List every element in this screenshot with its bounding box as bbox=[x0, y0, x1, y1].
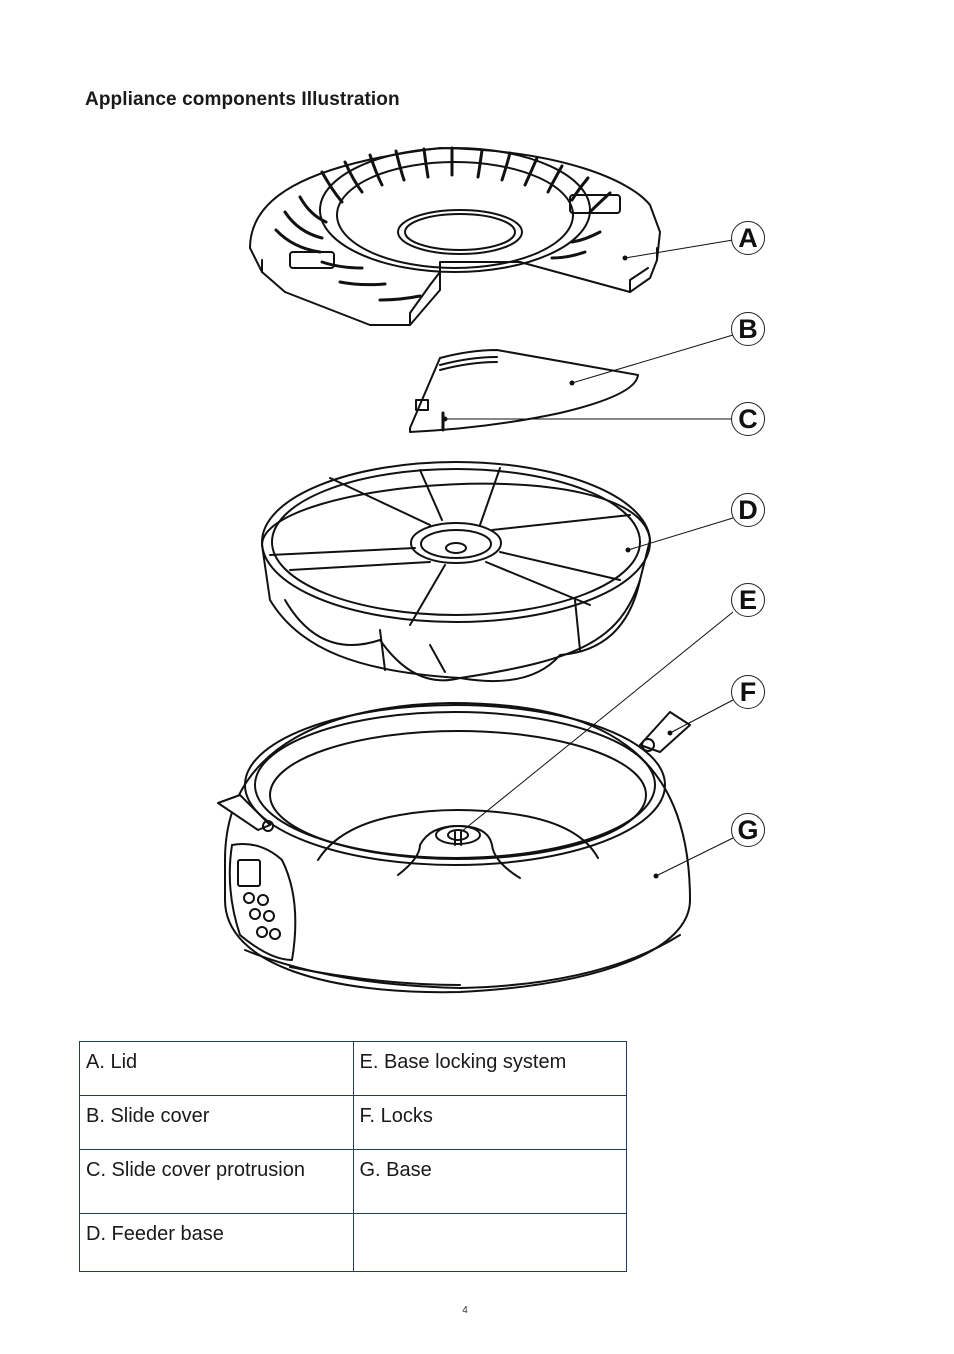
lid-drawing bbox=[249, 146, 661, 326]
callout-f: F bbox=[731, 675, 765, 709]
exploded-view-illustration bbox=[217, 146, 734, 994]
callout-b: B bbox=[731, 312, 765, 346]
legend-cell: D. Feeder base bbox=[79, 1213, 354, 1272]
legend-cell: F. Locks bbox=[352, 1095, 627, 1150]
table-row: C. Slide cover protrusion G. Base bbox=[79, 1149, 627, 1214]
legend-cell: E. Base locking system bbox=[352, 1041, 627, 1096]
slide-cover-drawing bbox=[409, 349, 639, 433]
page-number: 4 bbox=[462, 1305, 468, 1316]
callout-d: D bbox=[731, 493, 765, 527]
base-drawing bbox=[217, 702, 691, 994]
components-legend-table: A. Lid E. Base locking system B. Slide c… bbox=[79, 1041, 627, 1272]
legend-cell: G. Base bbox=[352, 1149, 627, 1214]
legend-cell: C. Slide cover protrusion bbox=[79, 1149, 354, 1214]
callout-a: A bbox=[731, 221, 765, 255]
table-row: B. Slide cover F. Locks bbox=[79, 1095, 627, 1150]
table-row: D. Feeder base bbox=[79, 1213, 627, 1272]
table-row: A. Lid E. Base locking system bbox=[79, 1041, 627, 1096]
legend-cell: A. Lid bbox=[79, 1041, 354, 1096]
callout-e: E bbox=[731, 583, 765, 617]
callout-g: G bbox=[731, 813, 765, 847]
legend-cell bbox=[352, 1213, 627, 1272]
callout-c: C bbox=[731, 402, 765, 436]
legend-cell: B. Slide cover bbox=[79, 1095, 354, 1150]
page-heading: Appliance components Illustration bbox=[85, 89, 400, 110]
feeder-base-drawing bbox=[261, 461, 651, 683]
